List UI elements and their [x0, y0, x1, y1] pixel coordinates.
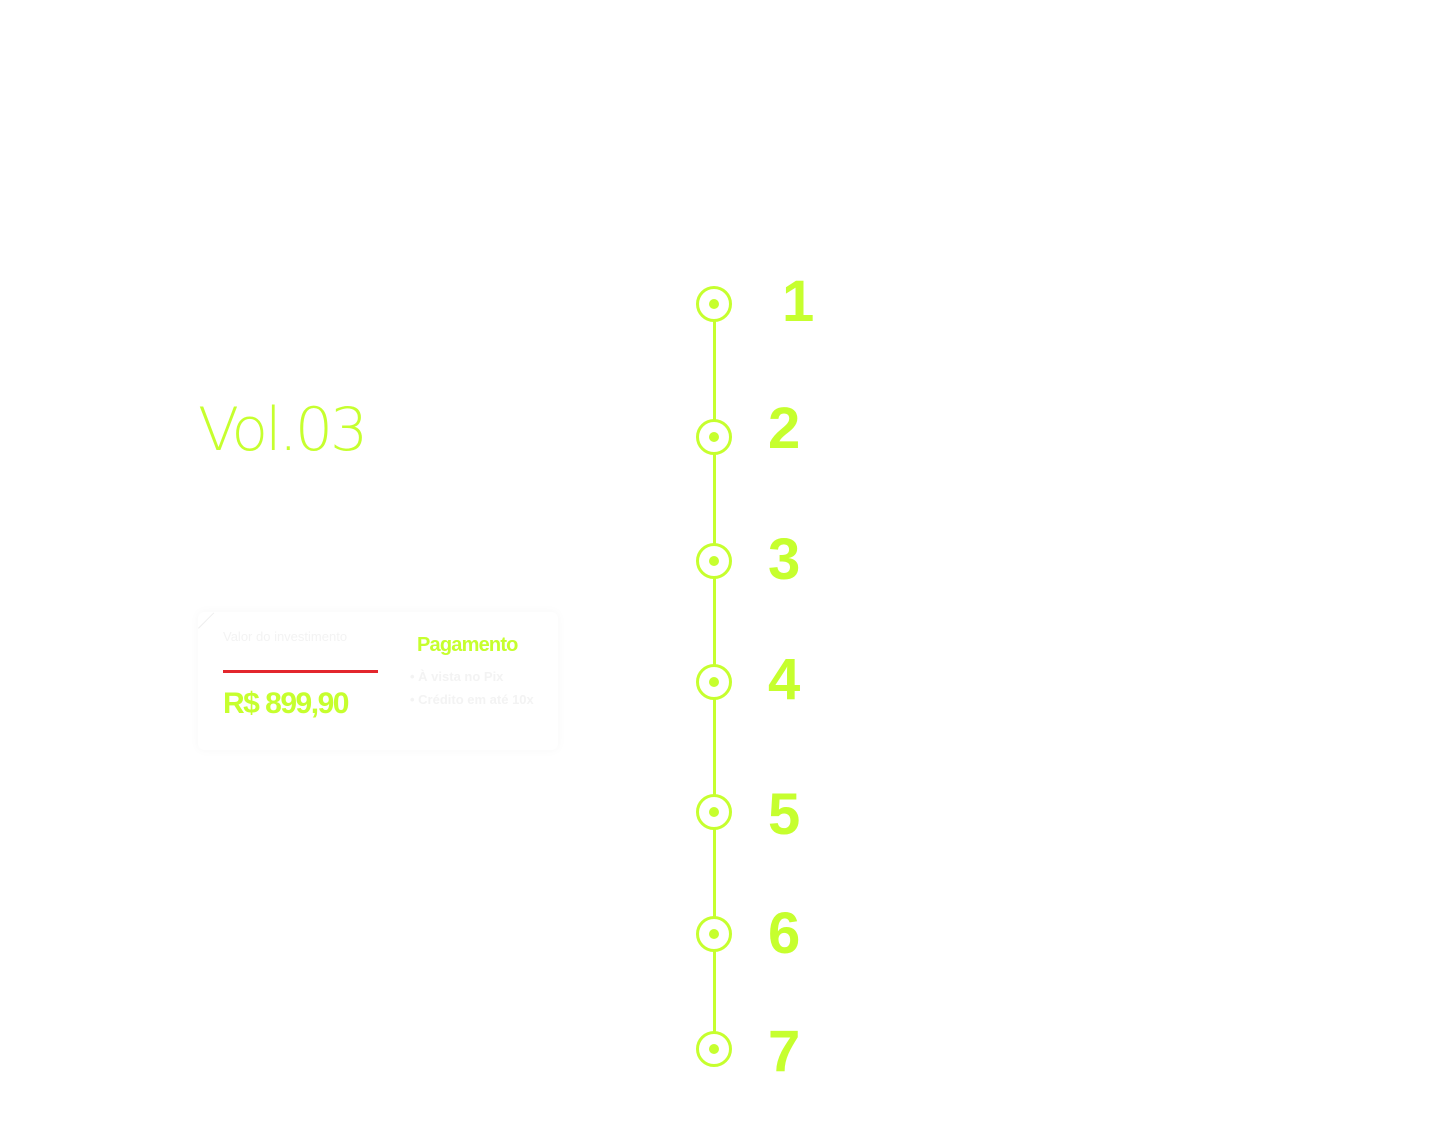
payment-option-credit: • Crédito em até 10x	[410, 692, 534, 707]
payment-options-list: • À vista no Pix • Crédito em até 10x	[410, 665, 534, 711]
timeline-dot	[709, 432, 719, 442]
timeline-marker-3	[696, 543, 732, 579]
timeline-step-3: 3	[768, 527, 801, 592]
timeline-step-4: 4	[768, 647, 801, 712]
timeline-dot	[709, 299, 719, 309]
investment-label: Valor do investimento	[223, 629, 348, 644]
timeline-dot	[709, 1044, 719, 1054]
volume-title: Vol.03	[198, 395, 368, 465]
timeline-marker-5	[696, 794, 732, 830]
timeline-step-2: 2	[768, 396, 801, 461]
timeline-dot	[709, 929, 719, 939]
payment-title: Pagamento	[417, 634, 518, 656]
timeline-marker-7	[696, 1031, 732, 1067]
price-divider	[223, 670, 378, 673]
timeline-dot	[709, 556, 719, 566]
timeline-dot	[709, 677, 719, 687]
timeline-step-5: 5	[768, 782, 801, 847]
card-corner-decoration	[198, 612, 215, 629]
timeline-marker-1	[696, 286, 732, 322]
payment-option-pix: • À vista no Pix	[410, 669, 504, 684]
price-card: Valor do investimento R$ 899,90 Pagament…	[198, 612, 558, 750]
timeline-step-1: 1	[782, 269, 815, 334]
timeline-marker-6	[696, 916, 732, 952]
timeline-marker-4	[696, 664, 732, 700]
timeline-dot	[709, 807, 719, 817]
price-value: R$ 899,90	[223, 687, 349, 720]
timeline-step-6: 6	[768, 901, 801, 966]
timeline-step-7: 7	[768, 1019, 801, 1084]
timeline-marker-2	[696, 419, 732, 455]
